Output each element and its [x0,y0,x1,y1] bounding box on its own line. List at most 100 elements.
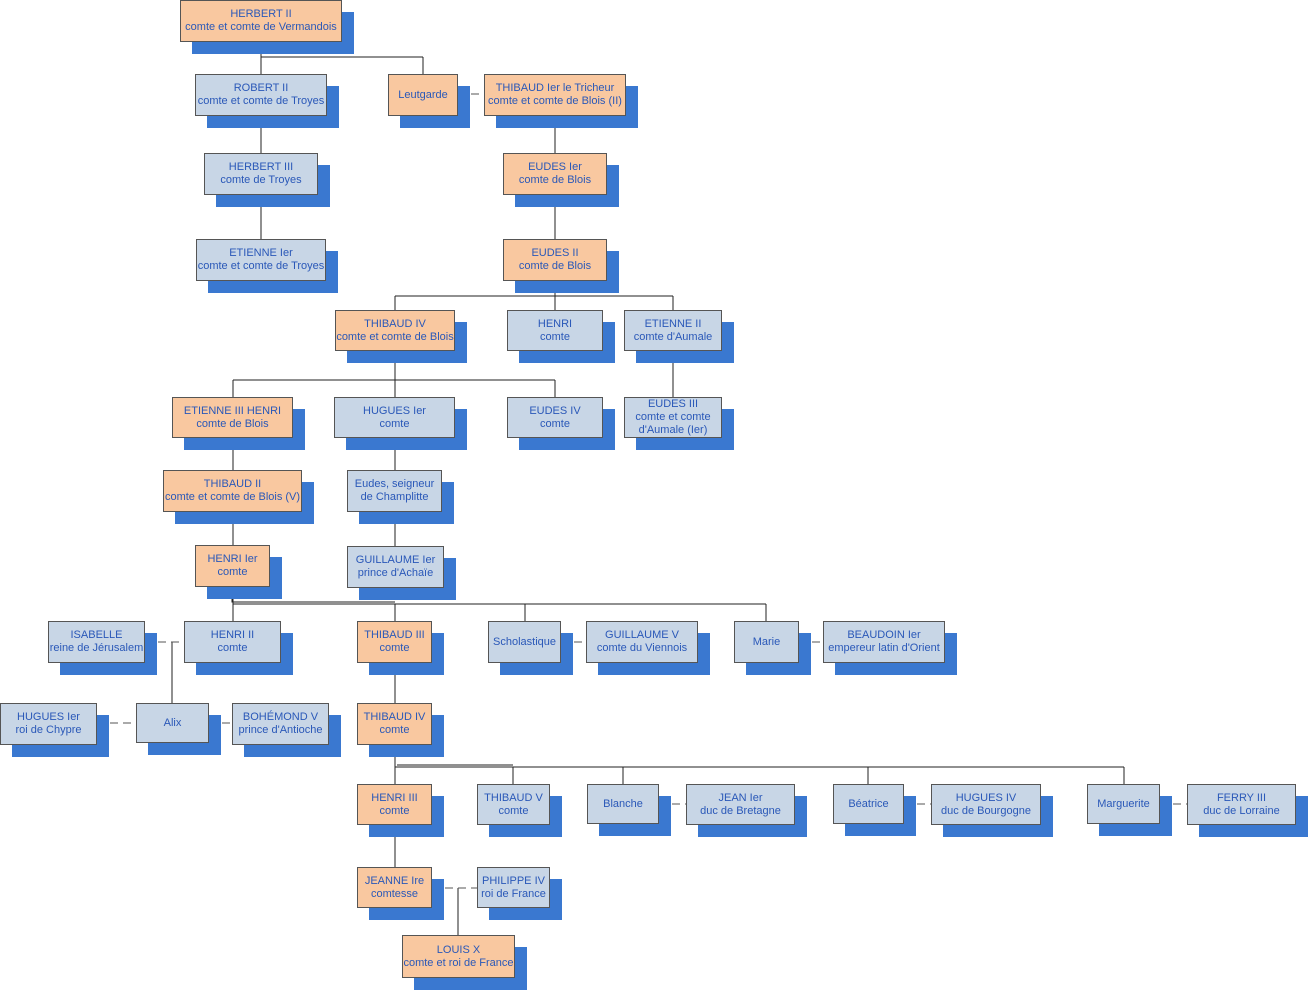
person-title: comte [540,417,570,430]
person-name: Marguerite [1097,797,1150,810]
person-title: comte [379,642,410,654]
person-name: Eudes, seigneur [354,478,435,490]
person-title: reine de Jérusalem [49,642,144,654]
person-name: Marie [752,635,781,648]
person-box[interactable]: Béatrice [833,784,904,824]
person-name: THIBAUD Ier le Tricheur [495,82,615,94]
person-name: FERRY III [1216,791,1267,804]
descent-line [232,351,556,397]
person-name: BEAUDOIN Ier [847,629,921,641]
person-name: GUILLAUME V [605,629,679,641]
person-name: THIBAUD IV [363,711,426,723]
person-name: ETIENNE Ier [229,247,293,259]
person-box[interactable]: Scholastique [488,621,561,663]
person-title: comtesse [370,887,419,900]
person-title: duc de Lorraine [1203,804,1280,817]
person-title: prince d'Antioche [238,724,323,736]
person-name: GUILLAUME Ier [355,554,436,566]
person-title: comte de Blois [518,174,592,186]
person-title: comte d'Aumale [633,330,713,343]
person-name: HENRI III [371,791,418,804]
person-name: THIBAUD II [203,478,262,490]
person-name: Scholastique [493,635,556,648]
person-name: THIBAUD III [364,629,425,641]
person-title: comte et comte de Blois [336,330,454,343]
person-name: ETIENNE II [644,317,702,330]
person-title: comte [540,330,570,343]
person-title: prince d'Achaïe [357,567,434,579]
person-title: comte [217,566,248,578]
person-box[interactable]: Marie [734,621,799,663]
person-title: comte du Viennois [596,642,688,654]
person-title: duc de Bourgogne [941,804,1031,817]
person-title: comte et comte de Blois (V) [164,491,301,503]
person-name: THIBAUD IV [364,317,426,330]
person-title: d'Aumale (Ier) [638,424,708,436]
person-title: comte [498,804,529,817]
person-name: ETIENNE III HENRI [183,404,282,417]
person-name: EUDES III [647,398,699,410]
person-title: comte et comte [635,411,711,423]
person-name: HERBERT II [230,8,292,20]
person-title: comte et comte de Troyes [197,95,325,107]
person-title: comte [379,724,410,736]
person-title: comte et roi de France [403,956,514,969]
descent-line [232,587,767,621]
person-name: HUGUES IV [955,791,1017,804]
person-title: de Champlitte [360,491,429,503]
person-name: THIBAUD V [484,791,543,804]
person-title: comte de Blois [518,260,592,272]
person-name: EUDES IV [529,404,581,417]
person-box[interactable]: Alix [136,703,209,743]
person-title: duc de Bretagne [700,804,781,817]
person-name: JEAN Ier [718,791,763,804]
person-box[interactable]: Leutgarde [388,74,458,116]
person-name: HERBERT III [228,161,294,173]
person-name: EUDES Ier [528,161,582,173]
person-title: comte de Troyes [220,174,302,186]
person-box[interactable]: Marguerite [1087,784,1160,824]
person-name: EUDES II [531,247,579,259]
person-title: roi de Chypre [15,724,82,736]
person-name: PHILIPPE IV [482,874,545,887]
person-box[interactable]: Blanche [587,784,659,824]
person-name: ROBERT II [233,82,289,94]
person-name: JEANNE Ire [364,874,425,887]
person-title: empereur latin d'Orient [828,642,940,654]
person-name: Blanche [603,797,643,810]
